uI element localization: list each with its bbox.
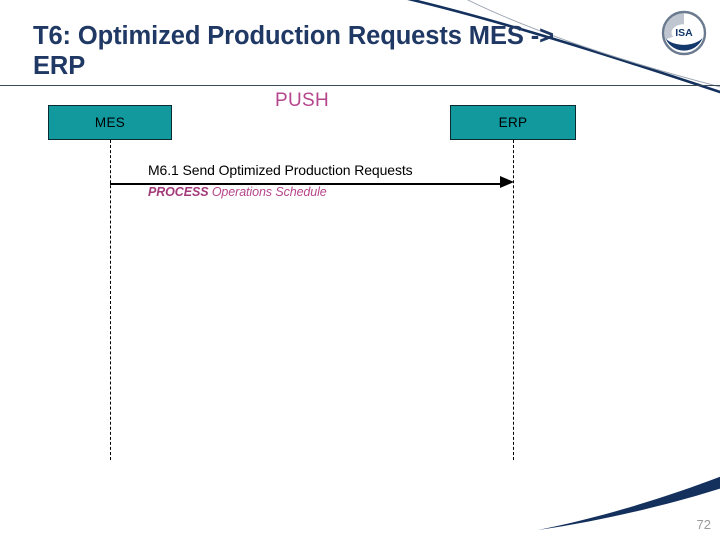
title-divider [0,85,720,86]
message-arrow-line [110,183,502,185]
message-m6-1: M6.1 Send Optimized Production Requests … [110,162,514,211]
actor-box-mes[interactable]: MES [48,105,172,140]
message-verb: PROCESS [148,185,209,199]
message-object: Operations Schedule [211,185,327,199]
message-sublabel-m6-1: PROCESS Operations Schedule [148,185,327,199]
lifeline-erp [513,140,514,460]
message-arrowhead-icon [500,176,514,189]
page-number: 72 [696,517,711,532]
sequence-diagram: PUSH MES ERP M6.1 Send Optimized Product… [0,85,720,485]
isa-logo: ISA [661,10,707,56]
pattern-label-push: PUSH [275,90,329,111]
message-label-m6-1: M6.1 Send Optimized Production Requests [148,162,413,178]
actor-label-mes: MES [94,115,126,130]
page-title: T6: Optimized Production Requests MES ->… [33,22,554,81]
isa-logo-text: ISA [675,27,693,39]
lifeline-mes [110,140,111,460]
actor-box-erp[interactable]: ERP [450,105,576,140]
actor-label-erp: ERP [498,115,528,130]
